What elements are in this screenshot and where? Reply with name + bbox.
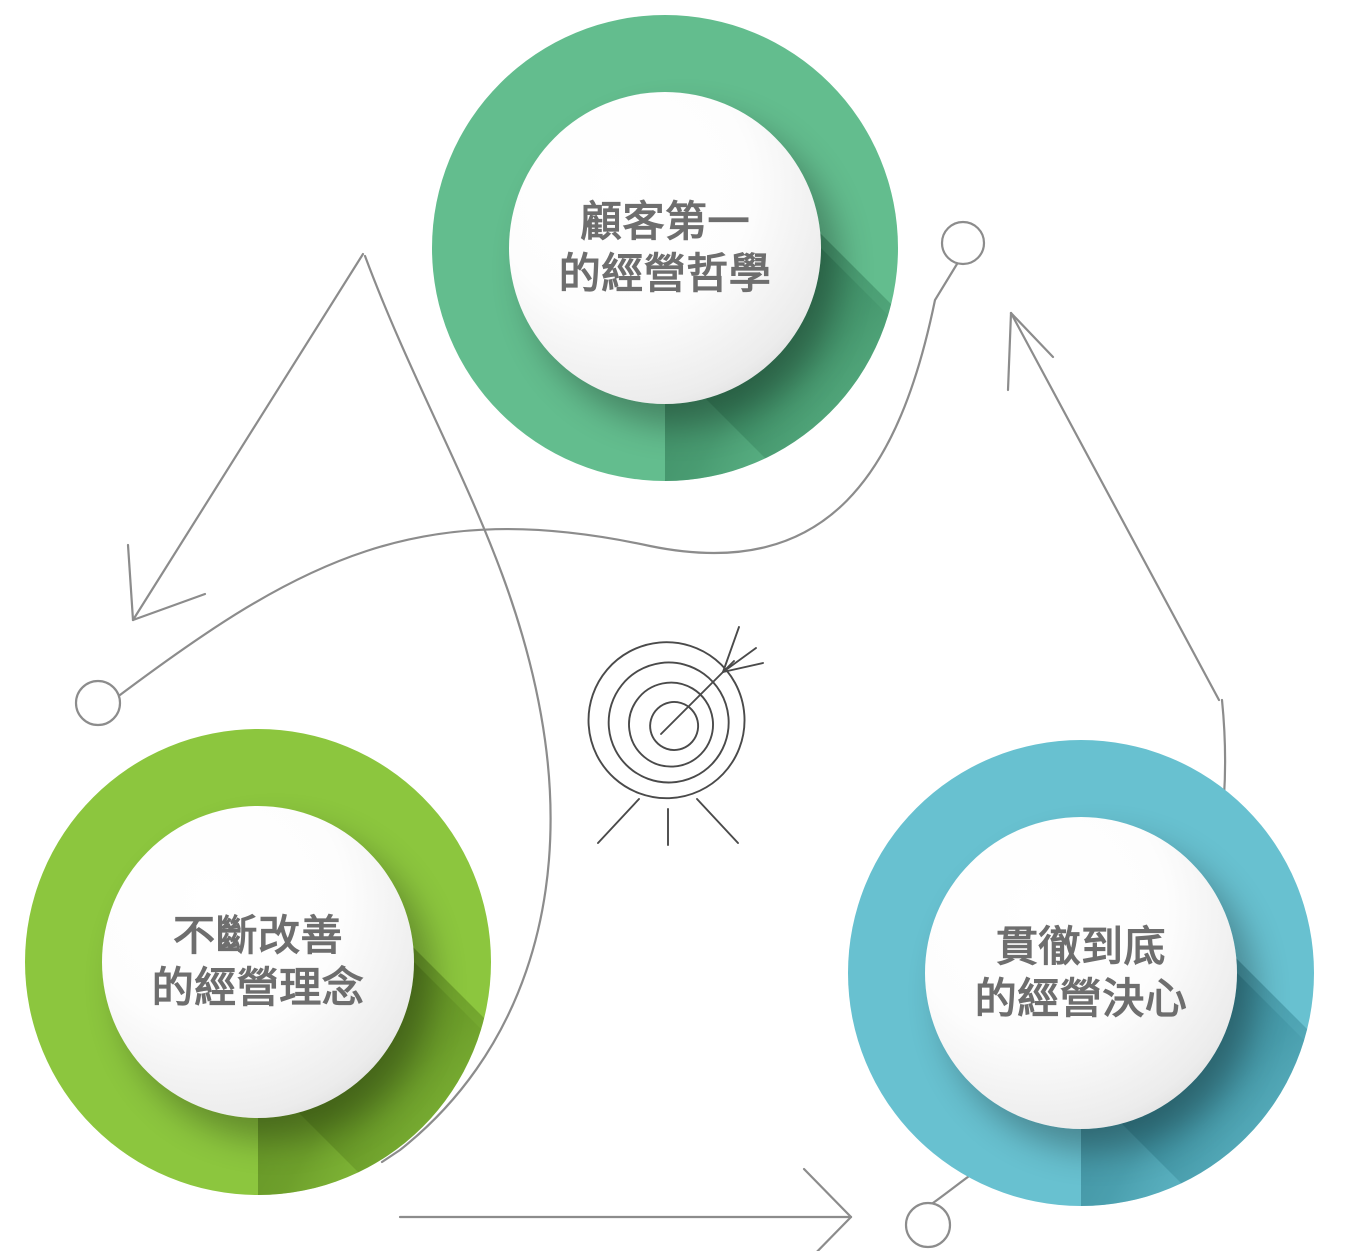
node-bottom-left[interactable]: 不斷改善 的經營理念: [25, 729, 491, 1195]
node-label-bottom-right: 貫徹到底 的經營決心: [974, 921, 1188, 1023]
target-bullseye-arrow-icon: [587, 626, 764, 846]
node-label-top: 顧客第一 的經營哲學: [558, 196, 772, 298]
node-ball-bottom-left: 不斷改善 的經營理念: [102, 806, 414, 1118]
node-bottom-right[interactable]: 貫徹到底 的經營決心: [848, 740, 1314, 1206]
connector-dot-left: [74, 679, 122, 727]
node-ball-top: 顧客第一 的經營哲學: [509, 92, 821, 404]
connector-dot-bottom-right: [904, 1201, 952, 1249]
node-ball-bottom-right: 貫徹到底 的經營決心: [925, 817, 1237, 1129]
arrow-top-to-bottom-left: [126, 252, 365, 622]
node-top[interactable]: 顧客第一 的經營哲學: [432, 15, 898, 481]
connector-dot-top-right: [940, 220, 986, 266]
arrow-bottom-right-to-top: [1006, 311, 1221, 702]
node-label-bottom-left: 不斷改善 的經營理念: [151, 910, 365, 1012]
